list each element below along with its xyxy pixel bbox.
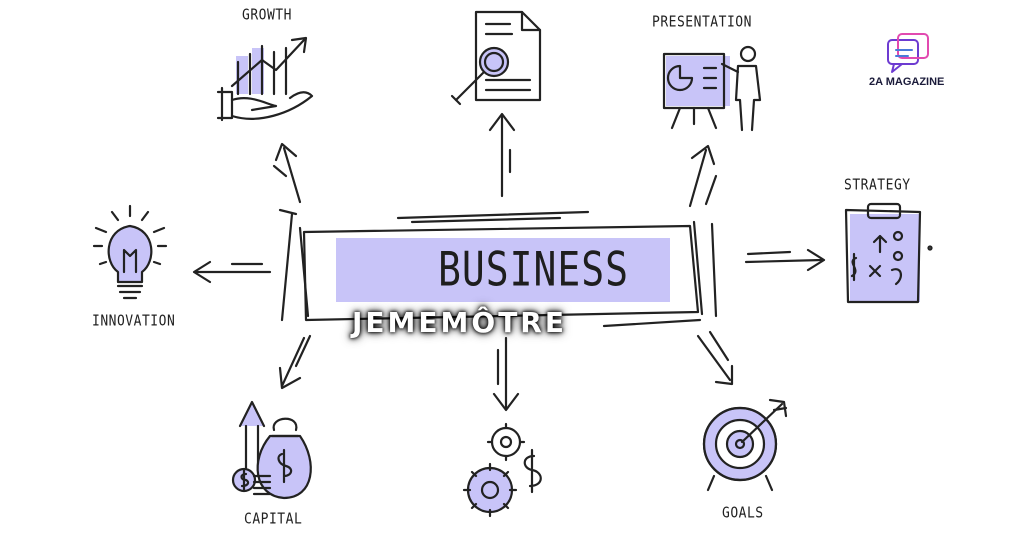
- arrow-to-goals: [696, 330, 734, 386]
- presentation-board-icon: [662, 45, 762, 132]
- gears-dollar-icon: [462, 422, 542, 518]
- money-bag-icon: [231, 400, 312, 500]
- brand-name: 2A MAGAZINE: [869, 76, 945, 88]
- target-arrow-icon: [702, 398, 788, 492]
- node-label-capital: CAPITAL: [244, 510, 303, 529]
- node-label-growth: GROWTH: [242, 6, 292, 25]
- arrow-to-research: [488, 112, 516, 198]
- watermark-text: JEMEMÔTRE: [352, 306, 567, 339]
- research-document-magnifier-icon: [450, 10, 542, 106]
- lightbulb-icon: [92, 204, 168, 300]
- arrow-to-growth: [272, 142, 302, 204]
- center-box: [278, 208, 718, 328]
- arrow-to-operations: [492, 336, 520, 412]
- brand-logo: [887, 33, 929, 73]
- arrow-to-capital: [278, 334, 312, 390]
- center-title: BUSINESS: [438, 241, 630, 297]
- arrow-to-presentation: [688, 144, 718, 208]
- growth-hand-chart-icon: [216, 36, 314, 122]
- arrow-to-innovation: [192, 260, 272, 284]
- node-label-innovation: INNOVATION: [92, 312, 176, 331]
- arrow-to-strategy: [744, 248, 826, 272]
- node-label-goals: GOALS: [722, 504, 764, 523]
- node-label-strategy: STRATEGY: [844, 176, 911, 195]
- node-label-presentation: PRESENTATION: [652, 13, 752, 32]
- strategy-clipboard-icon: [844, 202, 933, 304]
